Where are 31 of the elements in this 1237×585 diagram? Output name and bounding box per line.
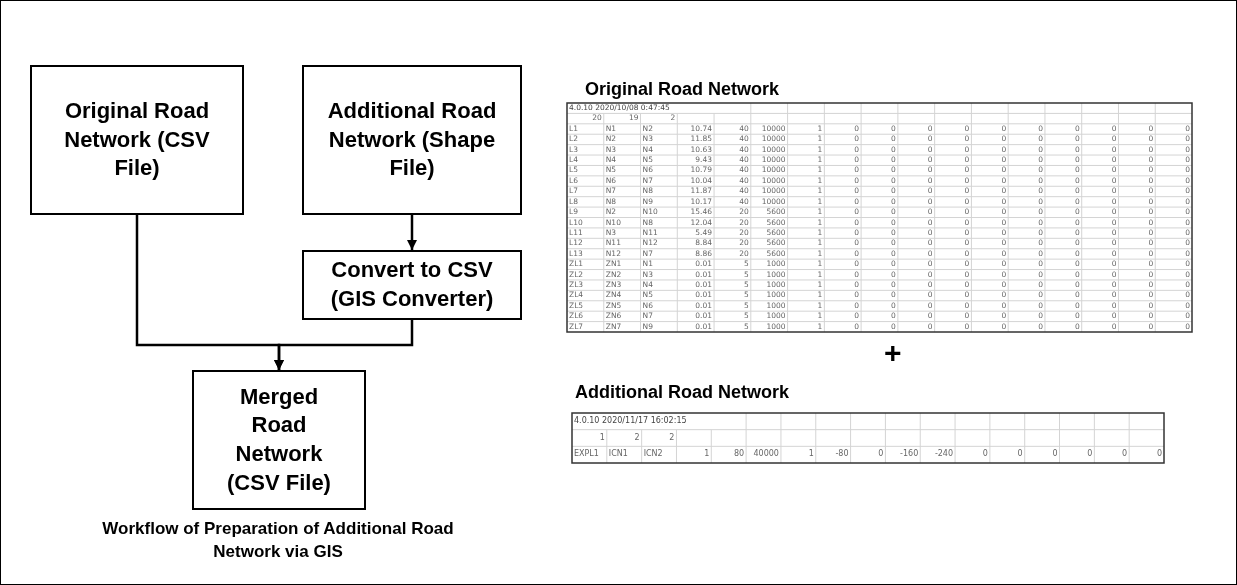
table-title: Additional Road Network: [575, 382, 789, 403]
table-cell-text: 1: [807, 448, 815, 461]
table-cell-text: 0: [1051, 448, 1059, 461]
table-cell-text: 4.0.10 2020/11/17 16:02:15: [573, 415, 688, 427]
table-cell-text: ICN1: [607, 448, 629, 461]
table-cell-text: 1: [703, 448, 711, 461]
process-box: Convert to CSV (GIS Converter): [302, 250, 522, 320]
process-box: Original Road Network (CSV File): [30, 65, 244, 215]
caption: Workflow of Preparation of Additional Road Network via GIS: [101, 518, 455, 563]
arrow: [407, 215, 417, 250]
table-cell-text: ICN2: [642, 448, 664, 461]
table-cell-text: 0: [981, 448, 989, 461]
table-title: Original Road Network: [585, 79, 780, 100]
table-cell-text: -160: [899, 448, 920, 461]
table-cell-text: 0: [1086, 448, 1094, 461]
table-cell-text: 80: [732, 448, 746, 461]
arrow: [274, 320, 414, 370]
table-cell-text: 2: [668, 431, 676, 444]
table-cell-text: -240: [933, 448, 955, 461]
table-cell-text: 2: [633, 431, 641, 444]
table-cell-text: -80: [834, 448, 850, 461]
table-cell-text: 0: [1016, 448, 1024, 461]
table-cell-text: 0: [877, 448, 885, 461]
table-cell-text: 0: [1155, 448, 1163, 461]
table-cell-text: 0: [1121, 448, 1129, 461]
process-box: Additional Road Network (Shape File): [302, 65, 522, 215]
table-cell-text: 1: [598, 431, 606, 444]
table-cell-text: EXPL1: [573, 448, 600, 461]
table-cell-text: 40000: [752, 448, 780, 461]
process-box: Merged Road Network (CSV File): [192, 370, 366, 510]
plus-sign: +: [884, 336, 902, 370]
